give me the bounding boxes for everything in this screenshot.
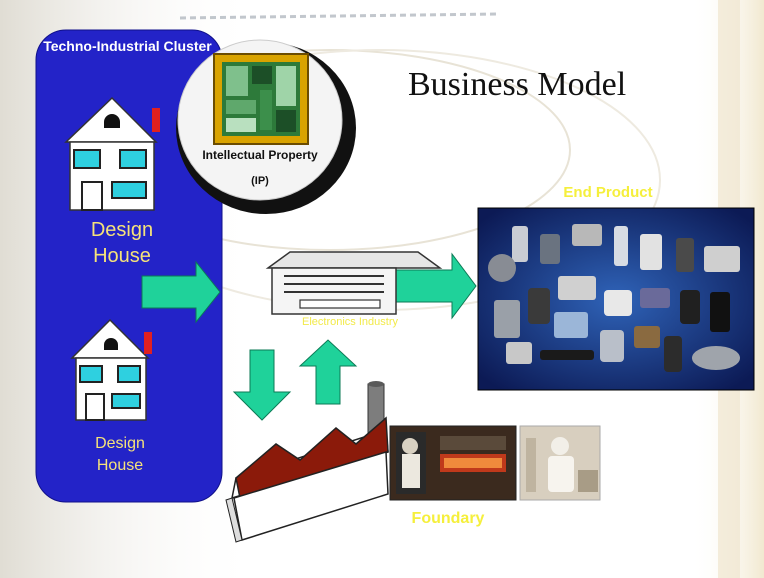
arrow-up-to-industry xyxy=(298,339,358,405)
arrow-down-to-foundry xyxy=(232,349,292,421)
cluster-title: Techno-Industrial Cluster xyxy=(43,38,212,54)
electronics-industry-label: Electronics Industry xyxy=(302,316,398,328)
arrow-industry-to-product xyxy=(395,252,477,320)
arrow-house-to-industry xyxy=(141,260,221,324)
foundry-label: Foundary xyxy=(411,510,485,527)
ip-label: Intellectual Property xyxy=(202,148,318,162)
slide-title: Business Model xyxy=(408,66,627,103)
ip-sublabel: (IP) xyxy=(251,175,269,187)
end-product-label: End Product xyxy=(563,184,653,201)
design-house-2-label: Design House xyxy=(95,435,145,474)
design-house-1-label: Design House xyxy=(90,219,154,267)
